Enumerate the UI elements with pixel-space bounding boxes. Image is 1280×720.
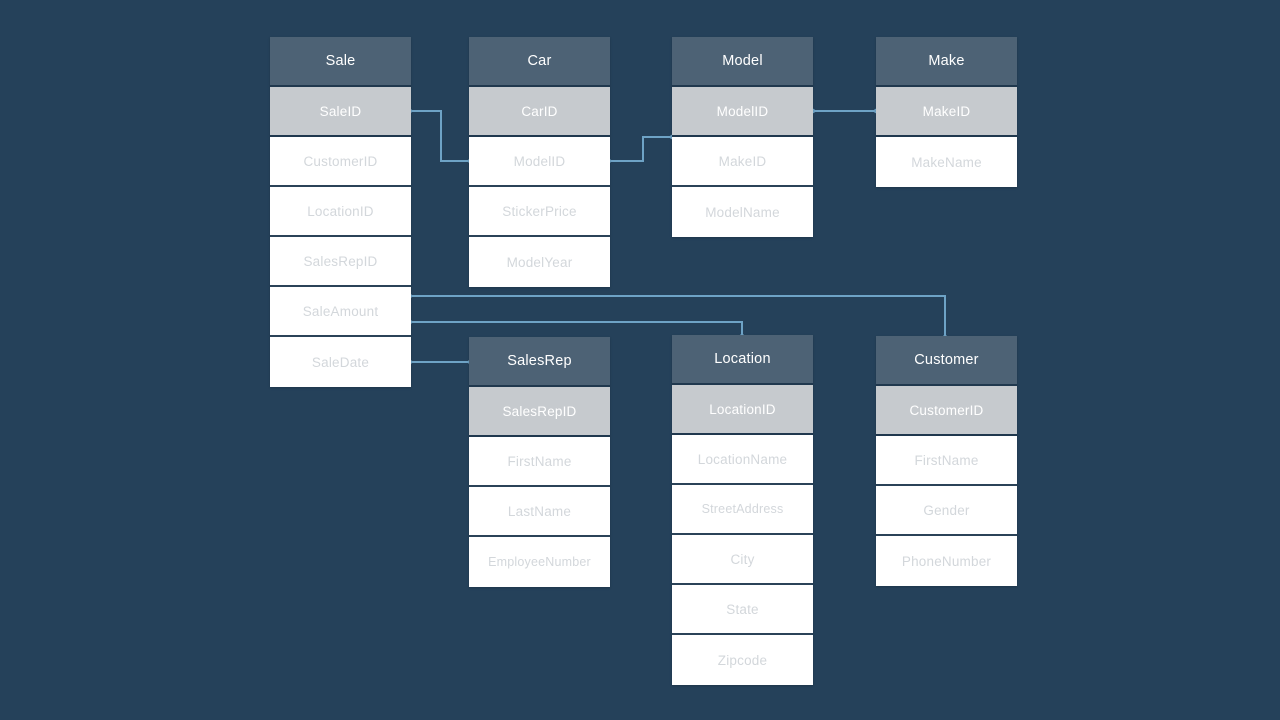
field-gender[interactable]: Gender — [876, 486, 1017, 536]
field-modelyear[interactable]: ModelYear — [469, 237, 610, 287]
entity-header-salesrep: SalesRep — [469, 337, 610, 387]
field-phonenumber[interactable]: PhoneNumber — [876, 536, 1017, 586]
entity-header-car: Car — [469, 37, 610, 87]
primary-key-field-salesrepid[interactable]: SalesRepID — [469, 387, 610, 437]
field-firstname[interactable]: FirstName — [876, 436, 1017, 486]
field-customerid[interactable]: CustomerID — [270, 137, 411, 187]
entity-header-location: Location — [672, 335, 813, 385]
field-salesrepid[interactable]: SalesRepID — [270, 237, 411, 287]
relationship-line-sale-saleid-to-car-modelid — [410, 110, 470, 162]
relationship-line-car-modelid-to-model-modelid — [609, 136, 672, 162]
field-state[interactable]: State — [672, 585, 813, 635]
primary-key-field-modelid[interactable]: ModelID — [672, 87, 813, 137]
entity-header-sale: Sale — [270, 37, 411, 87]
field-modelid[interactable]: ModelID — [469, 137, 610, 187]
primary-key-field-carid[interactable]: CarID — [469, 87, 610, 137]
field-locationname[interactable]: LocationName — [672, 435, 813, 485]
field-city[interactable]: City — [672, 535, 813, 585]
field-lastname[interactable]: LastName — [469, 487, 610, 537]
primary-key-field-locationid[interactable]: LocationID — [672, 385, 813, 435]
field-makename[interactable]: MakeName — [876, 137, 1017, 187]
field-locationid[interactable]: LocationID — [270, 187, 411, 237]
primary-key-field-customerid[interactable]: CustomerID — [876, 386, 1017, 436]
entity-header-make: Make — [876, 37, 1017, 87]
primary-key-field-saleid[interactable]: SaleID — [270, 87, 411, 137]
field-firstname[interactable]: FirstName — [469, 437, 610, 487]
relationship-line-sale-locationid-to-location — [410, 321, 743, 336]
field-makeid[interactable]: MakeID — [672, 137, 813, 187]
field-saleamount[interactable]: SaleAmount — [270, 287, 411, 337]
entity-header-model: Model — [672, 37, 813, 87]
primary-key-field-makeid[interactable]: MakeID — [876, 87, 1017, 137]
entity-header-customer: Customer — [876, 336, 1017, 386]
field-stickerprice[interactable]: StickerPrice — [469, 187, 610, 237]
field-streetaddress[interactable]: StreetAddress — [672, 485, 813, 535]
field-zipcode[interactable]: Zipcode — [672, 635, 813, 685]
field-employeenumber[interactable]: EmployeeNumber — [469, 537, 610, 587]
relationship-line-sale-customerid-to-customer — [410, 295, 946, 337]
field-modelname[interactable]: ModelName — [672, 187, 813, 237]
field-saledate[interactable]: SaleDate — [270, 337, 411, 387]
